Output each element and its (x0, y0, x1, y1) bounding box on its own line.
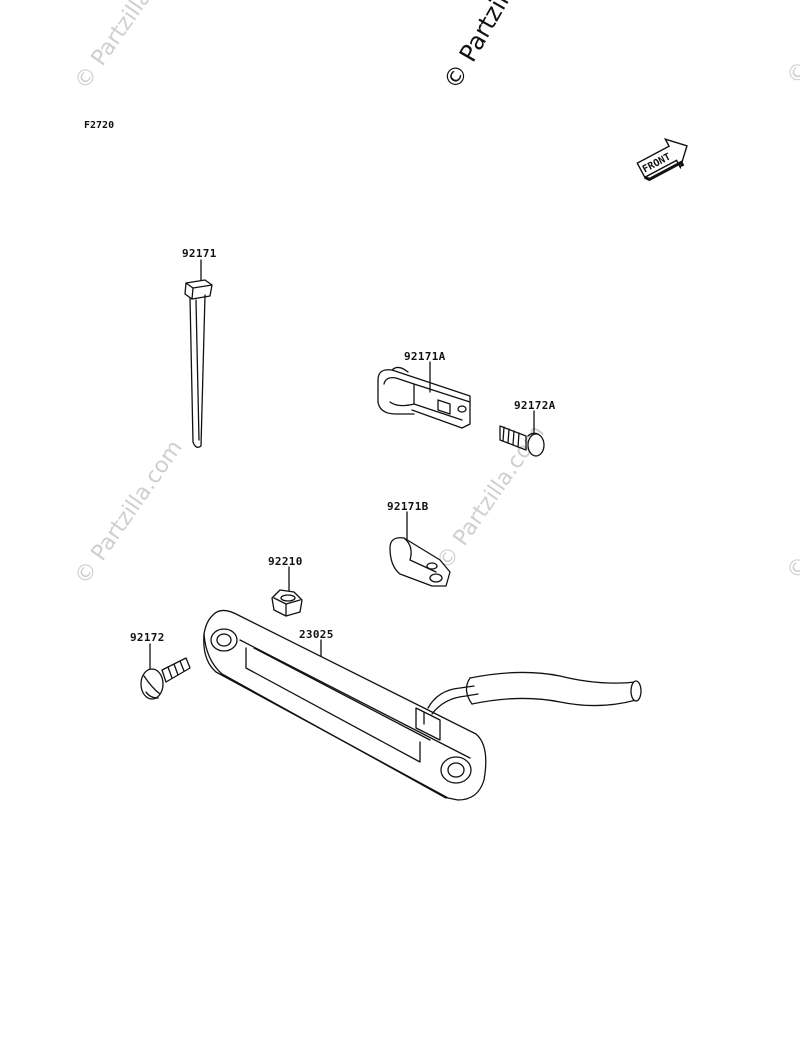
clamp-a-part (377, 366, 471, 429)
nut-part (271, 589, 303, 617)
part-label-23025: 23025 (299, 628, 334, 641)
screw-a-part (499, 425, 545, 457)
part-label-92172: 92172 (130, 631, 165, 644)
wire-part (427, 671, 642, 715)
front-arrow-icon: FRONT (636, 138, 688, 182)
diagram-code: F2720 (84, 120, 115, 131)
part-label-92172a: 92172A (514, 399, 556, 412)
leader-lines (149, 259, 535, 673)
bolt-part (140, 657, 191, 700)
clamp-b-part (389, 537, 451, 587)
part-label-92171b: 92171B (387, 500, 429, 513)
cable-tie-part (184, 279, 213, 448)
part-label-92171a: 92171A (404, 350, 446, 363)
part-label-92210: 92210 (268, 555, 303, 568)
part-label-92171: 92171 (182, 247, 217, 260)
bracket-part (203, 609, 487, 801)
